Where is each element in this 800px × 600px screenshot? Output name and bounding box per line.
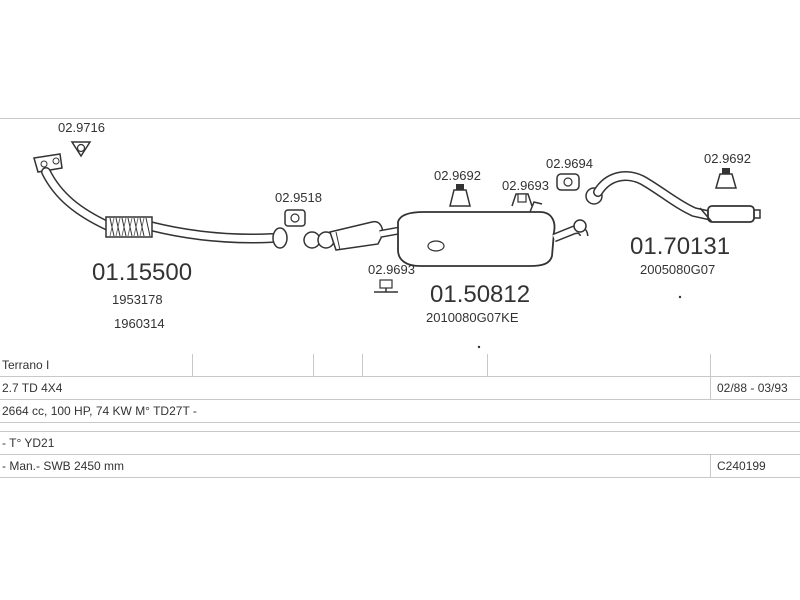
vehicle-spec-table: Terrano I 2.7 TD 4X4 02/88 - 03/93 2664 … bbox=[0, 354, 800, 478]
gasket-icon bbox=[284, 209, 306, 227]
vehicle-years: 02/88 - 03/93 bbox=[710, 376, 800, 400]
table-row: 2664 cc, 100 HP, 74 KW M° TD27T - bbox=[0, 399, 800, 423]
part-code-flange: 02.9716 bbox=[58, 120, 105, 135]
vehicle-model: Terrano I bbox=[0, 354, 193, 377]
top-divider bbox=[0, 118, 800, 119]
part-code-bracket: 02.9693 bbox=[502, 178, 549, 193]
rear-silencer-icon bbox=[585, 171, 761, 223]
part-code-bracket: 02.9693 bbox=[368, 262, 415, 277]
bracket-icon bbox=[449, 184, 471, 207]
rear-silencer-reference: 2005080G07 bbox=[640, 262, 715, 277]
gasket-icon bbox=[556, 173, 580, 191]
vehicle-spec: 2664 cc, 100 HP, 74 KW M° TD27T - bbox=[0, 399, 800, 423]
part-code-gasket: 02.9518 bbox=[275, 190, 322, 205]
front-pipe-reference: 1953178 bbox=[112, 292, 163, 307]
part-code-bracket: 02.9692 bbox=[434, 168, 481, 183]
part-code-front-pipe: 01.15500 bbox=[92, 259, 192, 286]
front-pipe-reference: 1960314 bbox=[114, 316, 165, 331]
bracket-icon bbox=[715, 168, 737, 189]
part-code-middle-silencer: 01.50812 bbox=[430, 281, 530, 308]
vehicle-engine: 2.7 TD 4X4 bbox=[0, 376, 711, 400]
bracket-icon bbox=[374, 279, 398, 293]
part-code-bracket: 02.9692 bbox=[704, 151, 751, 166]
table-row: Terrano I bbox=[0, 354, 800, 377]
middle-silencer-reference: 2010080G07KE bbox=[426, 310, 519, 325]
bracket-icon bbox=[511, 193, 533, 207]
table-row: - T° YD21 bbox=[0, 431, 800, 455]
middle-silencer-icon bbox=[303, 201, 589, 267]
table-row: 2.7 TD 4X4 02/88 - 03/93 bbox=[0, 376, 800, 400]
exhaust-system-diagram: 02.9716 01.15500 1953178 1960314 02.9518… bbox=[33, 120, 761, 349]
front-pipe-icon bbox=[33, 153, 288, 249]
table-row: - Man.- SWB 2450 mm C240199 bbox=[0, 454, 800, 478]
front-flange-icon bbox=[70, 141, 92, 158]
vehicle-code: C240199 bbox=[710, 454, 800, 478]
part-code-rear-silencer: 01.70131 bbox=[630, 233, 730, 260]
vehicle-type: - T° YD21 bbox=[0, 431, 800, 455]
vehicle-drive: - Man.- SWB 2450 mm bbox=[0, 454, 711, 478]
part-code-gasket: 02.9694 bbox=[546, 156, 593, 171]
